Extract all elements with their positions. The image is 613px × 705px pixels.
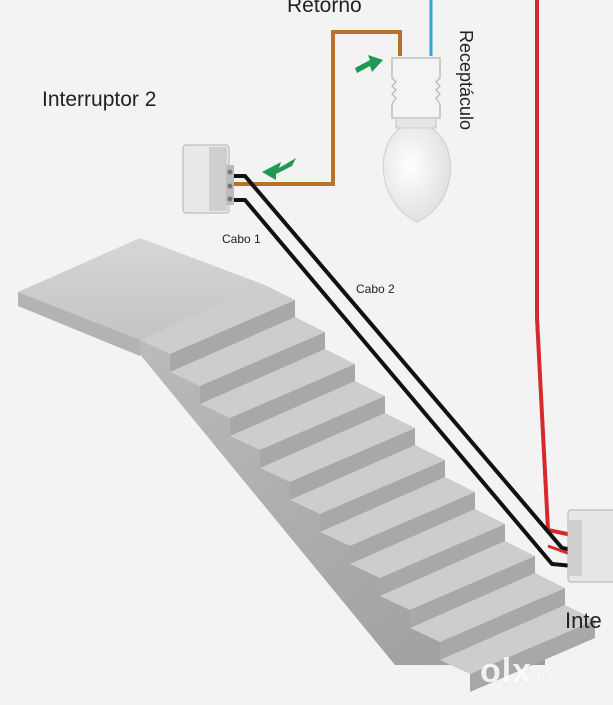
stair-riser: [320, 460, 445, 532]
steps: [140, 285, 595, 692]
landing-front: [18, 292, 140, 356]
stair-riser: [350, 492, 475, 564]
switch-2: [182, 144, 234, 214]
watermark-suffix: .uz: [532, 669, 554, 685]
stair-tread: [320, 477, 475, 546]
stair-tread: [440, 605, 595, 674]
phase-wire: [535, 0, 573, 537]
receptaculo-label: Receptáculo: [456, 30, 476, 131]
stair-riser: [260, 396, 385, 468]
cabo-2-label: Cabo 2: [356, 282, 395, 296]
interruptor-2-label: Interruptor 2: [42, 88, 157, 111]
cabo-1-label: Cabo 1: [222, 232, 261, 246]
landing: [18, 238, 265, 340]
arrow-icon: [262, 158, 296, 180]
stair-tread: [260, 413, 415, 482]
stair-riser: [440, 588, 565, 660]
stair-riser: [170, 300, 295, 372]
stair-riser: [470, 620, 595, 692]
stair-tread: [290, 445, 445, 514]
switch-1: [567, 509, 613, 583]
watermark-main: olx: [480, 652, 533, 690]
stair-tread: [350, 509, 505, 578]
stair-tread: [140, 285, 295, 354]
stair-tread: [200, 349, 355, 418]
lamp-icon: [382, 57, 452, 223]
stair-riser: [380, 524, 505, 596]
stair-riser: [230, 364, 355, 436]
stair-tread: [380, 541, 535, 610]
cable-2-wire: [232, 198, 574, 568]
interruptor-1-label: Inte: [565, 608, 602, 633]
olx-watermark: olx.uz: [480, 652, 554, 691]
arrow-icon: [355, 55, 383, 73]
stair-riser: [290, 428, 415, 500]
staircase: [18, 238, 595, 692]
stair-tread: [410, 573, 565, 642]
stair-riser: [200, 332, 325, 404]
stair-tread: [230, 381, 385, 450]
retorno-label: Retorno: [287, 0, 362, 17]
retorno-wire: [234, 30, 402, 186]
stair-tread: [170, 317, 325, 386]
stair-riser: [410, 556, 535, 628]
